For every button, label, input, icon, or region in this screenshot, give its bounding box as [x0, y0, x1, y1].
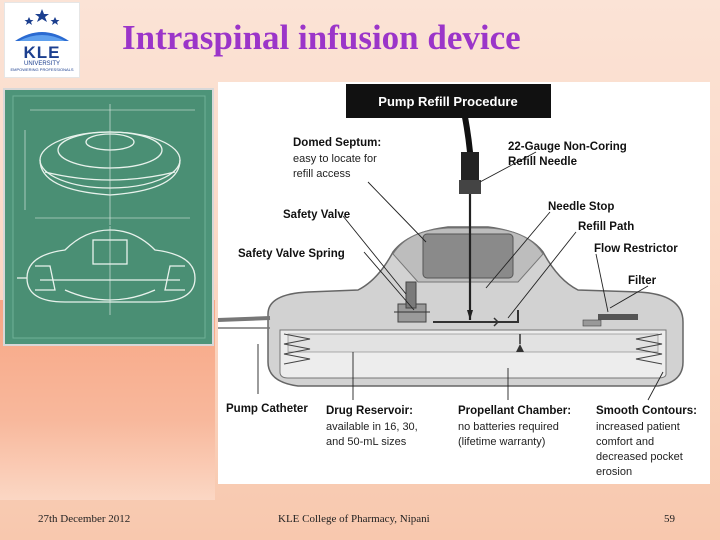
- slide-title: Intraspinal infusion device: [122, 18, 521, 57]
- label-smooth-desc-2: comfort and: [596, 436, 654, 448]
- label-smooth-contours: Smooth Contours:: [596, 405, 697, 417]
- label-needle-stop: Needle Stop: [548, 201, 614, 213]
- label-propellant-desc-2: (lifetime warranty): [458, 436, 545, 448]
- pump-body: [217, 109, 684, 387]
- page-number: 59: [664, 513, 675, 525]
- label-drug-reservoir: Drug Reservoir:: [326, 405, 413, 417]
- label-drug-reservoir-desc-2: and 50-mL sizes: [326, 436, 407, 448]
- footer-date: 27th December 2012: [38, 513, 131, 525]
- pump-cross-section: Pump Refill Procedure: [217, 84, 697, 478]
- label-propellant-desc-1: no batteries required: [458, 421, 559, 433]
- label-refill-path: Refill Path: [578, 221, 634, 233]
- label-drug-reservoir-desc-1: available in 16, 30,: [326, 421, 418, 433]
- logo-text: KLE: [23, 43, 61, 62]
- logo-emblem-icon: [15, 9, 69, 41]
- device-sketch-photo: [3, 88, 214, 346]
- device-sketch-drawing: [12, 95, 206, 339]
- kle-logo: KLE UNIVERSITY EMPOWERING PROFESSIONALS: [4, 2, 80, 78]
- logo-sub-line-2: EMPOWERING PROFESSIONALS: [10, 67, 74, 72]
- label-filter: Filter: [628, 275, 657, 287]
- label-flow-restrictor: Flow Restrictor: [594, 243, 678, 255]
- label-smooth-desc-3: decreased pocket: [596, 451, 683, 463]
- label-propellant-chamber: Propellant Chamber:: [458, 405, 571, 417]
- logo-sub-line-1: UNIVERSITY: [23, 61, 60, 67]
- label-smooth-desc-4: erosion: [596, 466, 632, 478]
- footer-institution: KLE College of Pharmacy, Nipani: [278, 513, 430, 525]
- label-needle-1: 22-Gauge Non-Coring: [508, 141, 627, 153]
- leader-lines: [257, 151, 664, 401]
- label-needle-2: Refill Needle: [508, 156, 577, 168]
- pump-refill-diagram: Pump Refill Procedure: [217, 82, 710, 484]
- label-smooth-desc-1: increased patient: [596, 421, 680, 433]
- label-pump-catheter: Pump Catheter: [226, 403, 308, 415]
- label-safety-valve-spring: Safety Valve Spring: [238, 248, 345, 260]
- diagram-heading-box: [346, 84, 551, 118]
- label-safety-valve: Safety Valve: [283, 209, 350, 221]
- label-domed-septum-desc-1: easy to locate for: [293, 153, 377, 165]
- logo-subtext: UNIVERSITY EMPOWERING PROFESSIONALS: [5, 61, 79, 73]
- label-domed-septum: Domed Septum:: [293, 137, 381, 149]
- diagram-heading: Pump Refill Procedure: [378, 94, 517, 109]
- label-domed-septum-desc-2: refill access: [293, 168, 351, 180]
